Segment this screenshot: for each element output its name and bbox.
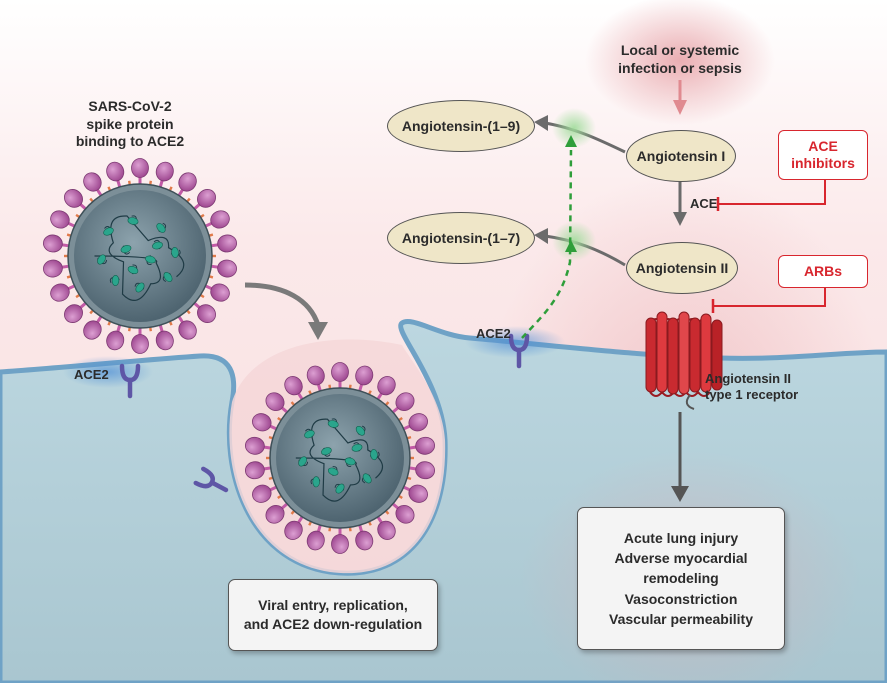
ace-inhibitor-line xyxy=(718,174,826,205)
ace2-conversion-arrow xyxy=(521,149,573,339)
outcome-item-5: Vascular permeability xyxy=(609,610,753,627)
angiotensin-1-9-node: Angiotensin-(1–9) xyxy=(387,100,535,152)
ace2-arrow-head-ang17 xyxy=(565,240,577,252)
viral-entry-line-2: and ACE2 down-regulation xyxy=(243,616,423,632)
angiotensin-1-7-node: Angiotensin-(1–7) xyxy=(387,212,535,264)
viral-entry-line-1: Viral entry, replication, xyxy=(258,597,408,614)
ace2-glow-right xyxy=(465,326,565,358)
virus-title-line-1: SARS-CoV-2 xyxy=(88,98,172,114)
virus-title-line-2: spike protein xyxy=(86,115,174,132)
entry-arrow xyxy=(244,282,321,326)
outcome-item-2: Adverse myocardial xyxy=(614,550,748,567)
angiotensin-i-node: Angiotensin I xyxy=(626,130,736,182)
infection-glow xyxy=(585,0,775,125)
at1-receptor xyxy=(645,311,723,410)
virus-core xyxy=(276,394,404,522)
virus-title-line-3: binding to ACE2 xyxy=(75,133,185,149)
ace-arrow-head xyxy=(673,212,687,226)
entry-arrow-head xyxy=(308,322,328,340)
arrow-to-ang19-head xyxy=(534,115,548,131)
outcomes-box: Acute lung injury Adverse myocardial rem… xyxy=(577,507,785,650)
infection-line-2: infection or sepsis xyxy=(618,59,742,76)
outcome-item-3: remodeling xyxy=(643,570,719,587)
rna-strand xyxy=(94,215,185,301)
ace-inhibitors-box: ACE inhibitors xyxy=(778,130,868,180)
at1-receptor-line-1: Angiotensin II xyxy=(705,371,791,386)
ace-label: ACE xyxy=(690,196,718,211)
outcome-item-1: Acute lung injury xyxy=(623,529,739,546)
outcome-arrow-head xyxy=(671,486,689,502)
angiotensin-ii-node: Angiotensin II xyxy=(626,242,738,294)
at1-receptor-label: Angiotensin II type 1 receptor xyxy=(705,371,798,404)
infection-arrow-head xyxy=(673,100,687,115)
outcome-item-4: Vasoconstriction xyxy=(624,590,738,607)
arb-line xyxy=(713,286,826,307)
viral-entry-box: Viral entry, replication, and ACE2 down-… xyxy=(228,579,438,651)
arbs-box: ARBs xyxy=(778,255,868,288)
at1-receptor-line-2: type 1 receptor xyxy=(705,387,799,403)
virus-core xyxy=(74,190,206,322)
infection-label: Local or systemic infection or sepsis xyxy=(600,42,760,77)
arrow-to-ang17-head xyxy=(534,228,548,244)
virus-free xyxy=(40,157,240,355)
rna-strand xyxy=(295,418,384,502)
ace2-arrow-head-ang19 xyxy=(565,135,577,147)
ace-inhibitors-line-1: ACE xyxy=(808,138,838,155)
virus-internalized xyxy=(242,361,438,555)
ace2-label-right: ACE2 xyxy=(476,326,511,341)
ace2-label-left: ACE2 xyxy=(74,367,109,382)
infection-line-1: Local or systemic xyxy=(620,42,740,58)
green-glow-1 xyxy=(552,108,596,148)
green-glow-2 xyxy=(552,221,596,261)
ace-inhibitors-line-2: inhibitors xyxy=(791,155,855,171)
virus-title: SARS-CoV-2 spike protein binding to ACE2 xyxy=(60,98,200,151)
